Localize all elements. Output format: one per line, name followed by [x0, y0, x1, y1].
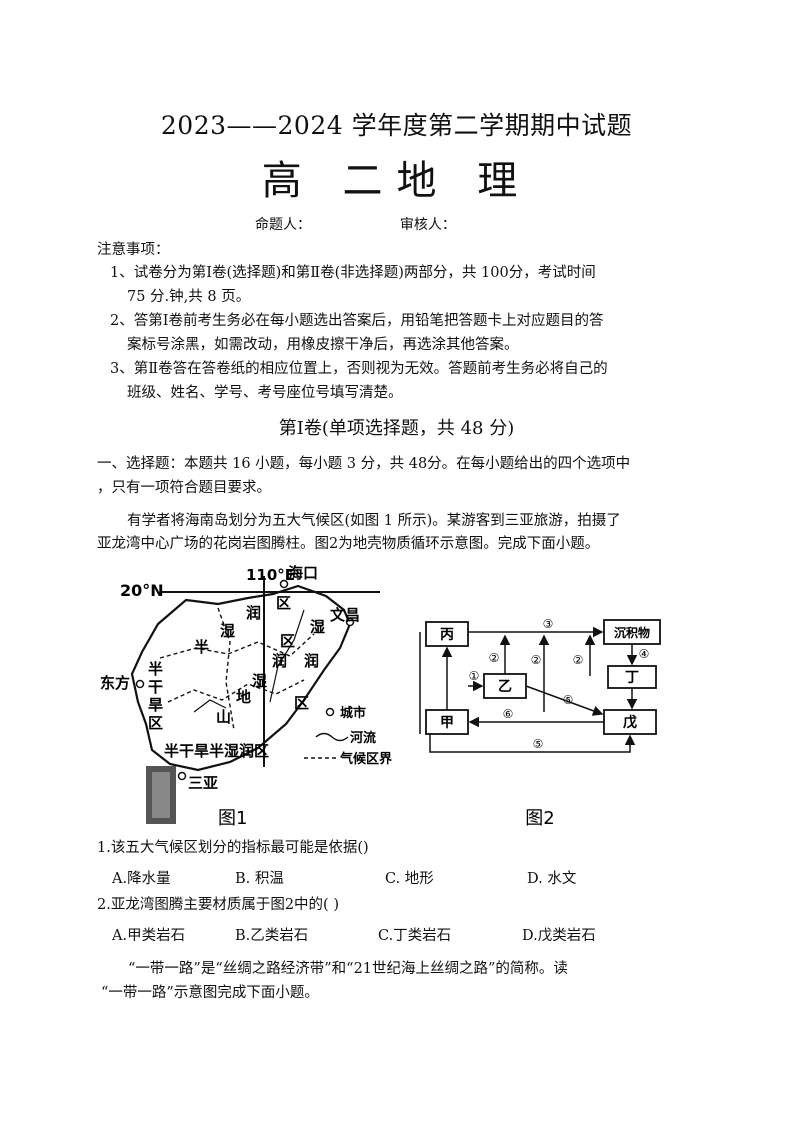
- legend-boundary: 气候区界: [340, 751, 392, 767]
- city-label: 文昌: [330, 606, 360, 624]
- box-sediment: [603, 619, 661, 645]
- region-char: 区: [280, 632, 295, 650]
- box-bing-label: 丙: [440, 627, 454, 643]
- box-jia: [425, 709, 469, 735]
- river: [193, 699, 227, 713]
- box-yi: [483, 673, 527, 699]
- notice-item: 案标号涂黑，如需改动，用橡皮擦干净后，再选涂其他答案。: [127, 337, 519, 353]
- city-label: 海口: [288, 564, 318, 582]
- climate-boundary: [159, 633, 315, 659]
- arrow-label: ②: [573, 653, 584, 667]
- figure1-hainan-map: 20°N 110°E 海口 文昌 东方 三亚 区 润 湿 半 区 润 湿 地 山…: [100, 564, 392, 829]
- figure2-caption: 图2: [525, 808, 554, 829]
- island-outline: [130, 584, 352, 772]
- option-a: A.甲类岩石: [112, 928, 186, 944]
- city-marker: [177, 771, 187, 781]
- arrow-label: ⑤: [563, 693, 574, 707]
- question-intro: 亚龙湾中心广场的花岗岩图腾柱。图2为地壳物质循环示意图。完成下面小题。: [97, 536, 600, 552]
- notice-heading: 注意事项：: [97, 242, 170, 258]
- option-b: B. 积温: [235, 871, 284, 887]
- option-d: D.戊类岩石: [522, 928, 596, 944]
- box-yi-label: 乙: [498, 679, 512, 695]
- city-label: 东方: [100, 674, 130, 692]
- legend-river: 河流: [350, 730, 376, 746]
- section-instruction: 一、选择题：本题共 16 小题，每小题 3 分，共 48分。在每小题给出的四个选…: [97, 456, 631, 472]
- climate-boundary: [217, 607, 235, 731]
- region-char: 地: [236, 688, 251, 706]
- arrow-yi-wu: [525, 685, 604, 716]
- region-char: 干: [148, 678, 163, 696]
- subject-title: 高 二地 理: [261, 158, 532, 204]
- city-marker: [345, 617, 355, 627]
- box-jia-label: 甲: [440, 715, 454, 731]
- notice-item: 班级、姓名、学号、考号座位号填写清楚。: [127, 385, 403, 401]
- notice-item: 3、第Ⅱ卷答在答卷纸的相应位置上，否则视为无效。答题前考生务必将自己的: [110, 361, 608, 377]
- climate-boundary: [167, 679, 305, 703]
- region-char: 湿: [252, 672, 267, 690]
- lat-label: 20°N: [120, 581, 164, 600]
- legend-river-line: [315, 732, 349, 742]
- region-char: 润: [272, 652, 287, 670]
- question-stem: 2.亚龙湾图腾主要材质属于图2中的( ): [97, 897, 339, 913]
- arrow-label: ①: [469, 669, 480, 683]
- reviewer-label: 审核人：: [399, 217, 456, 233]
- question-stem: 1.该五大气候区划分的指标最可能是依据(): [97, 840, 369, 856]
- section-instruction: ，只有一项符合题目要求。: [97, 480, 271, 496]
- arrow-label: ⑤: [533, 737, 544, 751]
- legend-city-marker: [325, 707, 335, 717]
- region-char: 半: [194, 638, 209, 656]
- region-char: 区: [148, 714, 163, 732]
- region-char: 区: [294, 694, 309, 712]
- arrow-jia-wu: [429, 734, 636, 753]
- box-ding-label: 丁: [625, 670, 639, 686]
- box-wu-label: 戊: [623, 714, 637, 731]
- notice-item: 2、答第Ⅰ卷前考生务必在每小题选出答案后，用铅笔把答题卡上对应题目的答: [110, 313, 604, 329]
- south-region-label: 半干旱半湿润区: [164, 742, 269, 760]
- exam-title: 2023——2024 学年度第二学期期中试题: [160, 111, 633, 140]
- option-b: B.乙类岩石: [235, 928, 309, 944]
- author-label: 命题人：: [255, 217, 311, 233]
- legend-city: 城市: [340, 705, 366, 721]
- city-marker: [135, 679, 145, 689]
- city-label: 三亚: [188, 774, 218, 792]
- region-char: 山: [216, 708, 231, 726]
- belt-road-intro: “一带一路”是“丝绸之路经济带”和“21世纪海上丝绸之路”的简称。读: [128, 961, 568, 977]
- arrow-label: ②: [531, 653, 542, 667]
- arrow-label: ⑥: [503, 707, 514, 721]
- option-c: C. 地形: [385, 871, 434, 887]
- region-char: 旱: [148, 696, 163, 714]
- option-a: A.降水量: [112, 871, 171, 887]
- river: [269, 609, 305, 703]
- option-c: C.丁类岩石: [378, 928, 452, 944]
- arrow-label: ②: [489, 651, 500, 665]
- box-bing: [425, 621, 469, 647]
- figure1-caption: 图1: [218, 808, 247, 829]
- option-d: D. 水文: [527, 871, 577, 887]
- arrow-label: ③: [543, 617, 554, 631]
- notice-item: 1、试卷分为第Ⅰ卷(选择题)和第Ⅱ卷(非选择题)两部分，共 100分，考试时间: [110, 265, 596, 281]
- region-char: 湿: [220, 622, 235, 640]
- region-char: 润: [304, 652, 319, 670]
- notice-item: 75 分.钟,共 8 页。: [127, 289, 251, 305]
- arrow-label: ④: [639, 647, 650, 661]
- question-intro: 有学者将海南岛划分为五大气候区(如图 1 所示)。某游客到三亚旅游，拍摄了: [127, 513, 621, 529]
- region-char: 区: [276, 594, 291, 612]
- lon-label: 110°E: [246, 566, 295, 584]
- city-marker: [279, 579, 289, 589]
- figure2-rock-cycle: 丙 沉积物 丁 乙 甲 戊 ③ ② ② ② ④ ① ⑤ ⑥ ⑤ 图2: [419, 617, 661, 829]
- section-title: 第Ⅰ卷(单项选择题，共 48 分): [278, 418, 515, 439]
- region-char: 半: [148, 660, 163, 678]
- box-sediment-label: 沉积物: [614, 625, 650, 640]
- region-char: 润: [246, 604, 261, 622]
- region-char: 湿: [310, 618, 325, 636]
- belt-road-intro: “一带一路”示意图完成下面小题。: [101, 985, 319, 1001]
- totem-photo-detail: [152, 772, 170, 818]
- author-line: 命题人： 审核人：: [255, 214, 456, 234]
